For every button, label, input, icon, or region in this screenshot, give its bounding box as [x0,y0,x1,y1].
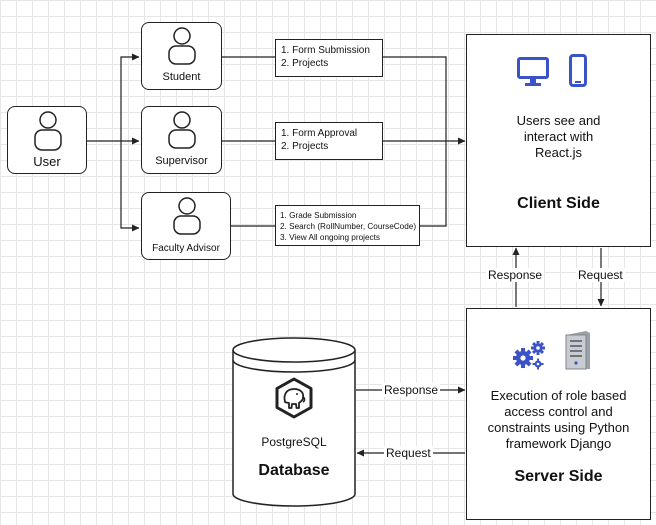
supervisor-label: Supervisor [155,155,208,167]
server-side-description: Execution of role based access control a… [467,388,650,452]
database-title: Database [258,462,330,479]
list-item: 1. Form Submission [281,45,370,56]
user-label: User [33,154,61,169]
db-server-response-label: Response [382,383,441,397]
server-side-title: Server Side [514,468,603,485]
server-db-request-label: Request [384,446,433,460]
list-item: 3. View All ongoing projects [280,233,380,242]
user-icon [173,197,201,235]
list1-to-client-line [383,56,447,141]
desktop-monitor-icon [517,57,549,86]
server-tower-icon [565,331,590,370]
faculty-advisor-node[interactable]: Faculty Advisor [141,192,231,260]
user-fanout-line [87,53,140,142]
faculty-advisor-permissions-list: 1. Grade Submission 2. Search (RollNumbe… [275,205,420,246]
client-side-box[interactable]: Users see and interact with React.js Cli… [466,34,651,247]
list3-to-client-line [420,141,447,227]
client-side-title: Client Side [517,195,600,212]
student-permissions-list: 1. Form Submission 2. Projects [275,39,383,77]
mobile-phone-icon [569,54,587,87]
list-item: 2. Projects [281,58,329,69]
supervisor-node[interactable]: Supervisor [141,106,222,174]
server-desc-line: access control and [504,404,613,419]
client-server-response-label: Response [486,268,545,282]
student-node[interactable]: Student [141,22,222,90]
user-icon [168,27,196,65]
gears-icon [513,341,545,370]
server-side-box[interactable]: Execution of role based access control a… [466,308,651,520]
list-item: 1. Form Approval [281,128,358,139]
database-cylinder [232,337,356,507]
database-name: PostgreSQL [261,435,327,449]
list-item: 1. Grade Submission [280,211,357,220]
user-icon [34,111,62,151]
client-side-description: Users see and interact with React.js [467,113,650,161]
user-icon [168,111,196,149]
postgresql-elephant-icon [275,377,313,419]
server-desc-line: Execution of role based [490,388,627,403]
student-label: Student [162,71,201,83]
list-item: 2. Search (RollNumber, CourseCode) [280,222,417,231]
client-desc-line: Users see and [516,113,601,128]
server-desc-line: framework Django [505,436,612,451]
server-desc-line: constraints using Python [487,420,630,435]
faculty-advisor-label: Faculty Advisor [152,243,220,254]
list-item: 2. Projects [281,141,329,152]
user-to-faculty-line [120,141,140,232]
client-desc-line: React.js [535,145,582,160]
client-desc-line: interact with [523,129,594,144]
user-node[interactable]: User [7,106,87,174]
supervisor-permissions-list: 1. Form Approval 2. Projects [275,122,383,160]
client-server-request-label: Request [576,268,625,282]
database-node[interactable]: PostgreSQL Database [233,360,355,500]
